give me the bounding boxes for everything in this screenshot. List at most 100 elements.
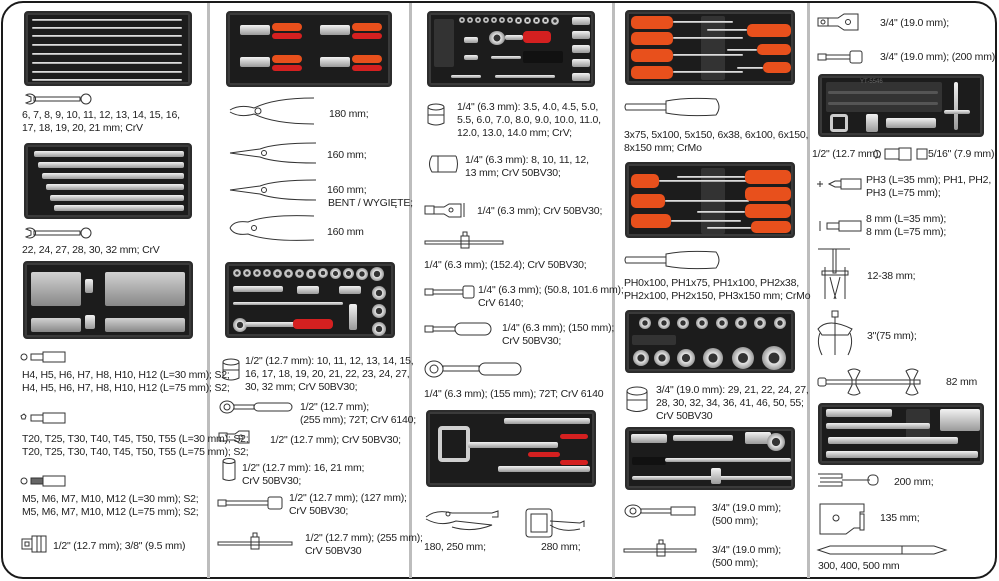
spec-text: 1/2" (12.7 mm); (255 mm); 72T; CrV 6140; <box>300 401 416 426</box>
bent-nose-pliers-icon <box>229 179 317 201</box>
spec-text: 22, 24, 27, 28, 30, 32 mm; CrV <box>22 244 160 256</box>
universal-joint-icon <box>424 203 465 218</box>
socket-icon <box>626 386 648 412</box>
two-jaw-puller-icon <box>817 310 853 356</box>
spec-text: 1/4" (6.3 mm); (152.4); CrV 50BV30; <box>424 259 587 271</box>
spec-text: 3"(75 mm); <box>867 330 917 342</box>
socket-icon <box>427 103 445 126</box>
column-divider <box>409 3 412 578</box>
combination-wrench-icon <box>24 227 92 239</box>
spec-text: 200 mm; <box>894 476 934 488</box>
combination-pliers-icon <box>229 97 315 125</box>
spec-text: 1/4" (6.3 mm): 3.5, 4.0, 4.5, 5.0, 5.5, … <box>457 101 601 139</box>
universal-joint-icon <box>817 13 859 31</box>
quarter-inch-socket-tray <box>427 11 595 87</box>
t-bar-icon <box>623 539 697 557</box>
spec-text: 1/2" (12.7 mm); <box>812 148 881 160</box>
spec-text: 82 mm <box>946 376 978 388</box>
spec-text: 3/4" (19.0 mm); (500 mm); <box>712 502 781 527</box>
spec-text: 1/2" (12.7 mm); (255 mm); CrV 50BV30 <box>305 532 423 557</box>
spec-text: 1/4" (6.3 mm); (155 mm); 72T; CrV 6140 <box>424 388 604 400</box>
flat-bit-icon <box>819 220 862 232</box>
phillips-screwdriver-tray <box>625 162 795 238</box>
combination-wrench-icon <box>24 93 92 105</box>
deep-socket-icon <box>429 155 458 173</box>
spec-text: 3/4" (19.0 mm); (200 mm) <box>880 51 996 63</box>
spec-text: M5, M6, M7, M10, M12 (L=30 mm); S2; M5, … <box>22 493 199 518</box>
pry-bar-icon <box>816 545 948 555</box>
spec-text: 3x75, 5x100, 5x150, 6x38, 6x100, 6x150, … <box>624 129 809 154</box>
screwdriver-icon <box>624 250 720 270</box>
spec-text: 180, 250 mm; <box>424 541 486 553</box>
spec-text: 1/2" (12.7 mm); (127 mm); CrV 50BV30; <box>289 492 407 517</box>
spec-text: 1/4" (6.3 mm); (50.8, 101.6 mm); CrV 614… <box>478 284 624 309</box>
spec-text: 160 mm; <box>327 149 367 161</box>
puller-tray: YT-5546 <box>818 74 984 137</box>
half-inch-socket-tray <box>225 262 395 338</box>
spec-text: 180 mm; <box>329 108 369 120</box>
locking-pliers-icon <box>425 510 499 531</box>
slotted-screwdriver-tray <box>625 10 795 85</box>
ball-joint-tray <box>818 403 984 465</box>
three-quarter-drive-tray <box>625 427 795 490</box>
column-divider <box>612 3 615 578</box>
extension-bar-icon <box>817 50 863 64</box>
spec-text: T20, T25, T30, T40, T45, T50, T55 (L=30 … <box>22 433 249 458</box>
spec-text: 1/4" (6.3 mm); CrV 50BV30; <box>477 205 603 217</box>
spec-text: 5/16" (7.9 mm); <box>928 148 997 160</box>
locking-pliers-tray <box>426 410 596 487</box>
pliers-tray <box>226 11 392 87</box>
spinner-handle-icon <box>424 322 492 336</box>
spec-text: PH0x100, PH1x75, PH1x100, PH2x38, PH2x10… <box>624 277 811 302</box>
combination-wrench-tray-small <box>24 11 192 86</box>
spec-text: 1/2" (12.7 mm): 10, 11, 12, 13, 14, 15, … <box>245 355 414 393</box>
torx-bit-icon <box>20 412 66 424</box>
ball-joint-separator-icon <box>819 503 865 535</box>
adapter-icon <box>873 147 928 161</box>
column-divider <box>807 3 810 578</box>
universal-joint-icon <box>218 430 250 444</box>
spec-text: 160 mm <box>327 226 364 238</box>
hex-bit-icon <box>20 351 66 363</box>
spec-text: 1/2" (12.7 mm); 3/8" (9.5 mm) <box>53 540 186 552</box>
extension-bar-icon <box>217 496 283 510</box>
fork-separator-icon <box>818 473 879 487</box>
t-bar-icon <box>424 231 504 249</box>
three-quarter-socket-tray <box>625 310 795 373</box>
column-divider <box>207 3 210 578</box>
extension-bar-icon <box>424 285 475 299</box>
long-nose-pliers-icon <box>229 142 317 164</box>
spring-compressor-icon <box>817 368 921 396</box>
phillips-bit-icon <box>817 178 862 190</box>
spec-text: 6, 7, 8, 9, 10, 11, 12, 13, 14, 15, 16, … <box>22 109 180 134</box>
spec-text: 8 mm (L=35 mm); 8 mm (L=75 mm); <box>866 213 947 238</box>
bearing-puller-icon <box>818 248 850 300</box>
combination-wrench-tray-large <box>24 143 192 219</box>
spec-text: 3/4" (19.0 mm); (500 mm); <box>712 544 781 569</box>
bit-adapter-icon <box>21 535 47 553</box>
spec-text: 135 mm; <box>880 512 920 524</box>
socket-icon <box>222 358 240 381</box>
spec-text: 12-38 mm; <box>867 270 916 282</box>
spec-text: H4, H5, H6, H7, H8, H10, H12 (L=30 mm); … <box>22 369 230 394</box>
ratchet-icon <box>424 360 522 378</box>
t-bar-icon <box>217 532 293 550</box>
c-clamp-pliers-icon <box>525 508 585 538</box>
deep-socket-icon <box>222 458 236 481</box>
spec-text: 1/2" (12.7 mm): 16, 21 mm; CrV 50BV30; <box>242 462 365 487</box>
spec-text: 280 mm; <box>541 541 581 553</box>
spec-text: 1/4" (6.3 mm): 8, 10, 11, 12, 13 mm; CrV… <box>465 154 589 179</box>
spec-text: PH3 (L=35 mm); PH1, PH2, PH3 (L=75 mm); <box>866 174 992 199</box>
ratchet-icon <box>624 504 696 518</box>
spec-text: 3/4" (19.0 mm): 29, 21, 22, 24, 27, 28, … <box>656 384 809 422</box>
ratchet-icon <box>219 400 293 414</box>
spec-text: 1/4" (6.3 mm); (150 mm); CrV 50BV30; <box>502 322 615 347</box>
bit-tray <box>23 261 193 339</box>
spec-text: 3/4" (19.0 mm); <box>880 17 949 29</box>
screwdriver-icon <box>624 97 720 117</box>
spec-text: 300, 400, 500 mm <box>818 560 900 572</box>
spec-text: 160 mm; BENT / WYGIĘTE; <box>327 184 413 209</box>
side-cutter-icon <box>229 215 315 241</box>
spline-bit-icon <box>20 475 66 487</box>
spec-text: 1/2" (12.7 mm); CrV 50BV30; <box>270 434 401 446</box>
